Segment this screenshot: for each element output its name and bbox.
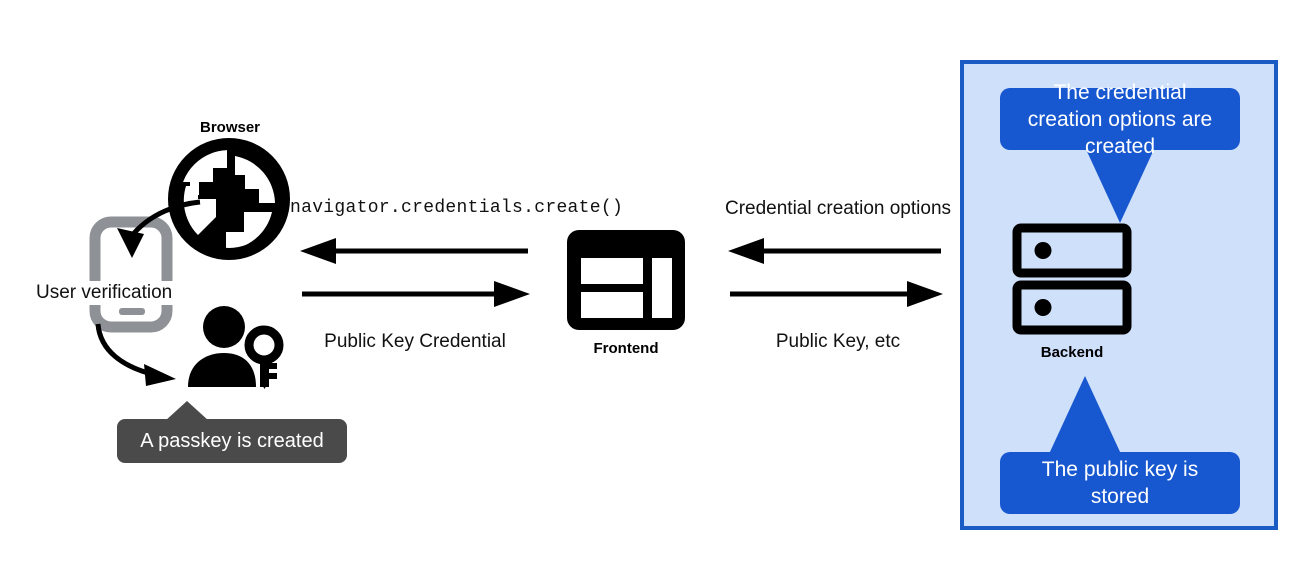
curved-arrow-phone-to-user-icon bbox=[82, 320, 202, 392]
globe-icon bbox=[168, 138, 290, 260]
callout-top-tail-icon bbox=[1084, 145, 1156, 223]
arrow-frontend-to-browser bbox=[300, 238, 530, 264]
message-public-key-etc: Public Key, etc bbox=[775, 331, 901, 352]
tooltip-tail-icon bbox=[165, 401, 209, 421]
layout-window-icon bbox=[567, 230, 685, 330]
curved-arrow-browser-to-phone-icon bbox=[100, 196, 210, 276]
backend-label: Backend bbox=[1040, 344, 1104, 361]
passkey-created-tooltip: A passkey is created bbox=[117, 419, 347, 463]
message-public-key-credential: Public Key Credential bbox=[324, 331, 506, 352]
callout-credential-creation-options: The credential creation options are crea… bbox=[1000, 81, 1240, 158]
passkey-tooltip-text: A passkey is created bbox=[140, 429, 324, 452]
arrow-browser-to-frontend bbox=[300, 281, 530, 307]
callout-bottom-text: The public key is stored bbox=[1041, 458, 1199, 508]
smartphone-icon bbox=[89, 216, 173, 333]
message-navigator-credentials-create: navigator.credentials.create() bbox=[290, 198, 624, 218]
frontend-label: Frontend bbox=[593, 340, 659, 357]
message-credential-creation-options: Credential creation options bbox=[724, 198, 952, 219]
server-rack-icon bbox=[1012, 223, 1132, 335]
callout-public-key-stored: The public key is stored bbox=[1000, 452, 1240, 514]
browser-label: Browser bbox=[199, 119, 261, 136]
callout-top-text: The credential creation options are crea… bbox=[1027, 80, 1213, 158]
user-with-key-icon bbox=[186, 305, 288, 389]
callout-bottom-tail-icon bbox=[1049, 376, 1121, 454]
arrow-frontend-to-backend bbox=[728, 281, 943, 307]
arrow-backend-to-frontend bbox=[728, 238, 943, 264]
user-verification-label: User verification bbox=[33, 281, 176, 305]
